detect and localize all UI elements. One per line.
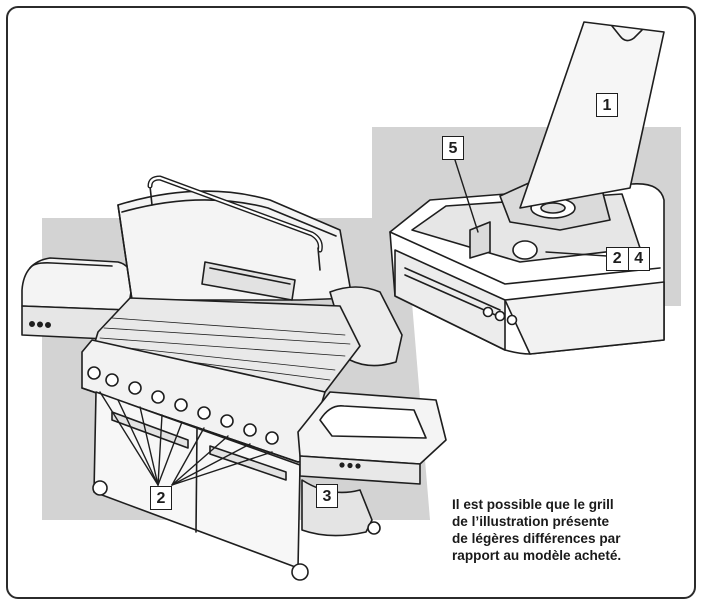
grill-lid	[118, 178, 352, 300]
callout-side-table: 3	[316, 484, 338, 508]
callout-side-burner-part: 4	[628, 248, 650, 270]
callout-knobs: 2	[150, 486, 172, 510]
disclaimer-line: de l’illustration présente	[452, 513, 692, 530]
disclaimer-line: rapport au modèle acheté.	[452, 547, 692, 564]
callout-side-burner-knob: 2	[607, 248, 628, 270]
disclaimer-note: Il est possible que le grill de l’illust…	[452, 496, 692, 564]
callout-lid: 1	[596, 93, 618, 117]
callout-side-burner: 2 4	[606, 247, 650, 271]
disclaimer-line: Il est possible que le grill	[452, 496, 692, 513]
callout-valve: 5	[442, 136, 464, 160]
disclaimer-line: de légères différences par	[452, 530, 692, 547]
